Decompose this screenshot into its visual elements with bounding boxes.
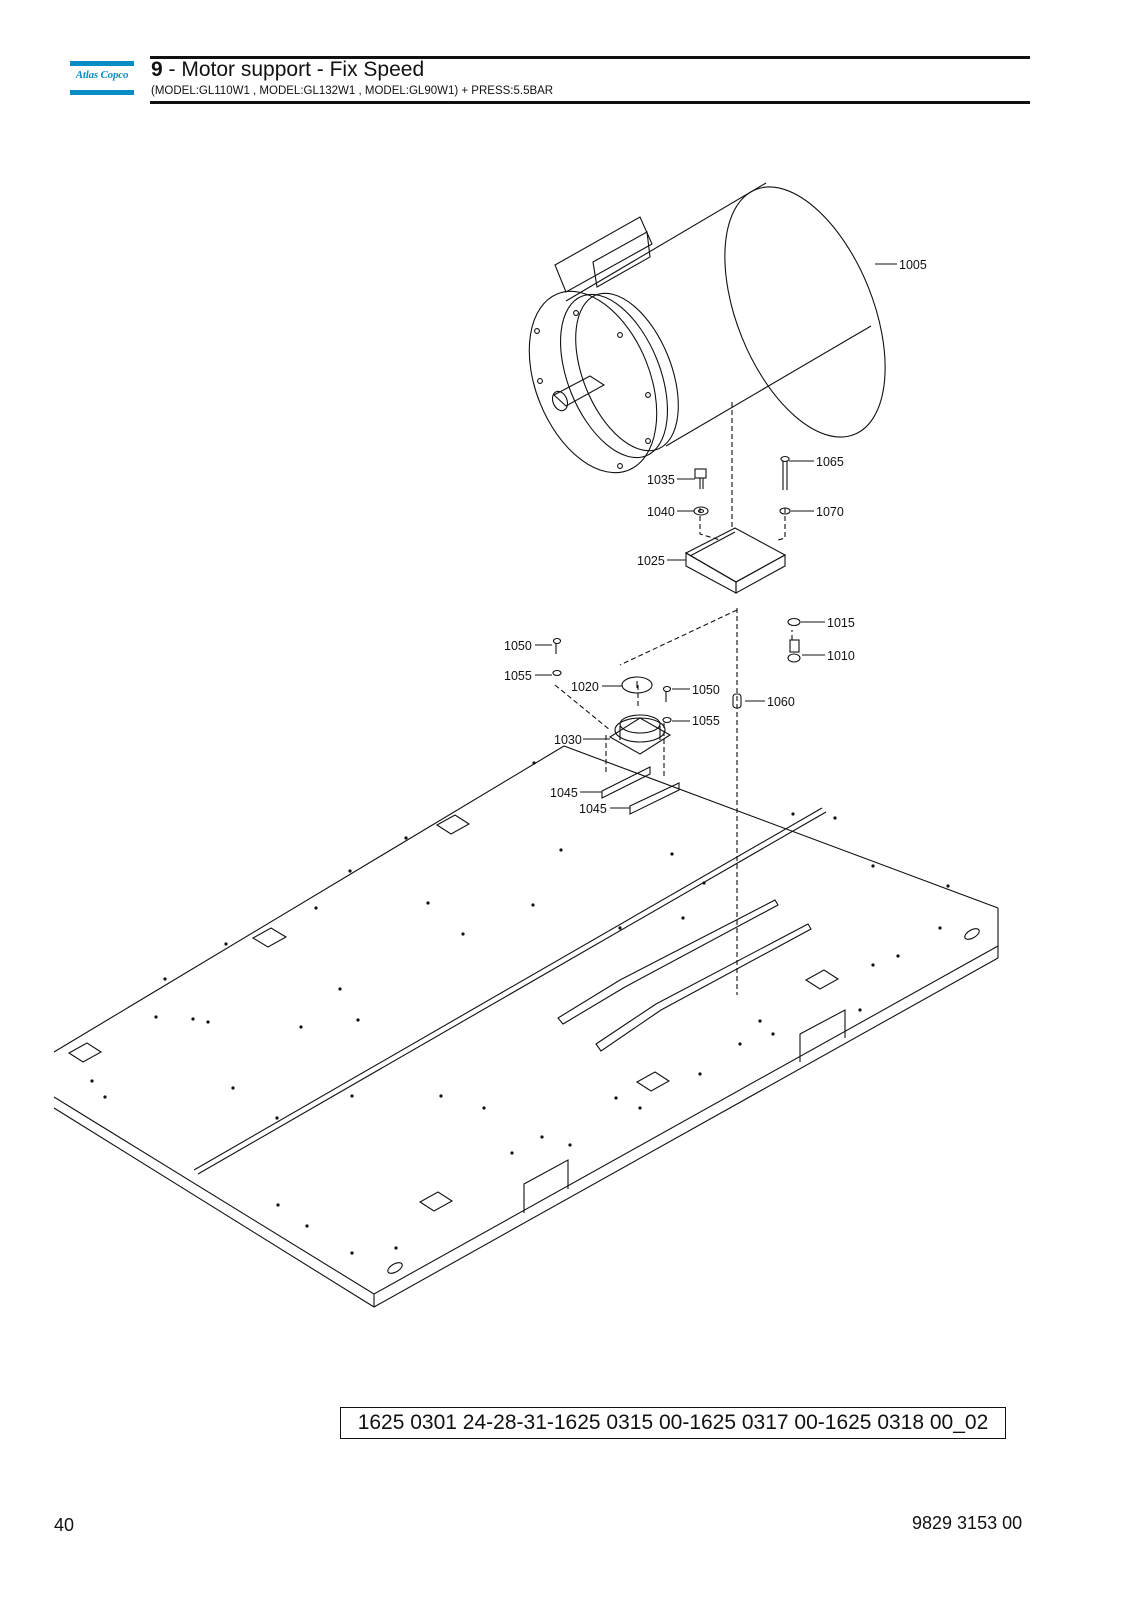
mount-1030 xyxy=(608,714,672,755)
bolt-1065 xyxy=(780,455,790,490)
callout-1020: 1020 xyxy=(571,680,599,694)
washer-1040 xyxy=(693,506,709,516)
header-rule-bottom xyxy=(150,101,1030,104)
callout-1010: 1010 xyxy=(827,649,855,663)
frame-holes xyxy=(90,761,950,1255)
header-rule-top xyxy=(150,56,1030,59)
screw-1050-left xyxy=(552,637,562,654)
callout-labels: 1005 1065 1035 1040 1070 1025 1015 1010 … xyxy=(504,258,927,816)
bolt-1035 xyxy=(694,468,707,489)
washer-1015 xyxy=(787,617,801,627)
callout-1030: 1030 xyxy=(554,733,582,747)
section-title: - Motor support - Fix Speed xyxy=(162,58,425,81)
callout-1065: 1065 xyxy=(816,455,844,469)
drawing-reference: 1625 0301 24-28-31-1625 0315 00-1625 031… xyxy=(340,1407,1006,1439)
washer-1055-left xyxy=(552,669,562,677)
motor xyxy=(528,182,886,474)
callout-1070: 1070 xyxy=(816,505,844,519)
callout-1045: 1045 xyxy=(579,802,607,816)
page-subtitle: (MODEL:GL110W1 , MODEL:GL132W1 , MODEL:G… xyxy=(151,85,554,97)
page-title: 9 - Motor support - Fix Speed xyxy=(151,58,424,82)
callout-1045: 1045 xyxy=(550,786,578,800)
washer-1070 xyxy=(779,507,791,515)
strip-1045-b xyxy=(629,782,680,815)
callout-1035: 1035 xyxy=(647,473,675,487)
callout-leaders xyxy=(535,263,897,809)
callout-1055: 1055 xyxy=(692,714,720,728)
bolt-1010 xyxy=(787,639,801,663)
section-number: 9 xyxy=(151,58,163,81)
brand-logo: Atlas Copco xyxy=(70,61,134,95)
logo-bar-top xyxy=(70,61,134,66)
document-number: 9829 3153 00 xyxy=(912,1513,1023,1533)
callout-1050: 1050 xyxy=(692,683,720,697)
screw-1050-right xyxy=(662,685,672,702)
callout-1005: 1005 xyxy=(899,258,927,272)
dashed-center-lines xyxy=(554,402,793,995)
callout-1050: 1050 xyxy=(504,639,532,653)
bracket-1025 xyxy=(684,527,787,594)
washer-1055-right xyxy=(662,716,672,724)
plate-1020 xyxy=(621,676,653,694)
base-frame xyxy=(53,745,999,1308)
logo-bar-bottom xyxy=(70,90,134,95)
callout-1040: 1040 xyxy=(647,505,675,519)
strip-1045-a xyxy=(601,766,651,799)
logo-wordmark: Atlas Copco xyxy=(75,69,129,81)
callout-1055: 1055 xyxy=(504,669,532,683)
callout-1015: 1015 xyxy=(827,616,855,630)
callout-1025: 1025 xyxy=(637,554,665,568)
sleeve-1060 xyxy=(732,693,742,709)
page-number: 40 xyxy=(54,1515,75,1535)
callout-1060: 1060 xyxy=(767,695,795,709)
